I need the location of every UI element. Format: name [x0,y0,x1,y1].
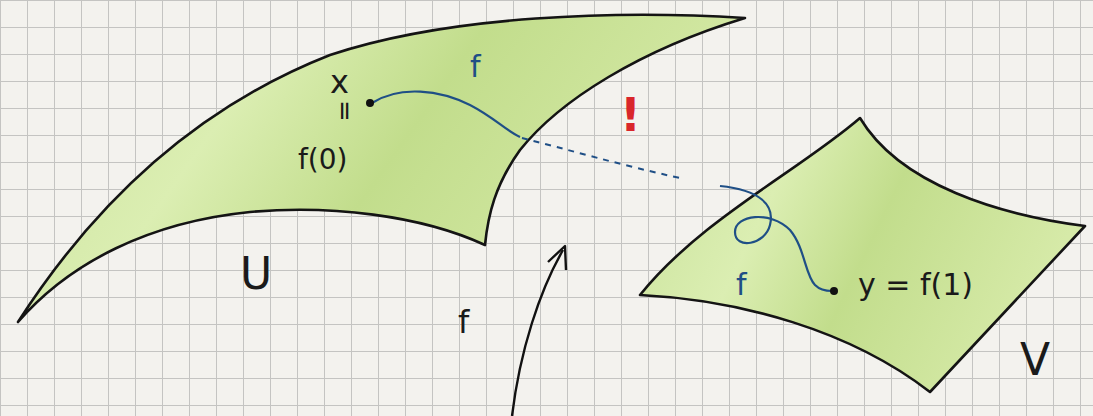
arrow-head [548,246,566,270]
path-gap [522,138,680,178]
region-shape [18,15,745,322]
path-curve [372,91,520,137]
point-label: y = f(1) [858,270,973,300]
region-shape [640,118,1085,392]
region: V [630,110,1090,400]
map-label: f [458,306,469,338]
point-dot [830,287,838,295]
region: U [10,10,760,330]
point-label: x [330,66,349,98]
region-name: U [240,252,272,296]
point-dot [366,99,374,107]
path-label: f [470,52,481,82]
warning-mark: ! [620,92,641,138]
point-label: f(0) [298,146,348,174]
region-outline [10,10,760,330]
region-name: V [1020,338,1050,382]
equals-sign: = [332,100,358,122]
map-arrow [512,250,563,416]
path-label: f [736,270,747,300]
